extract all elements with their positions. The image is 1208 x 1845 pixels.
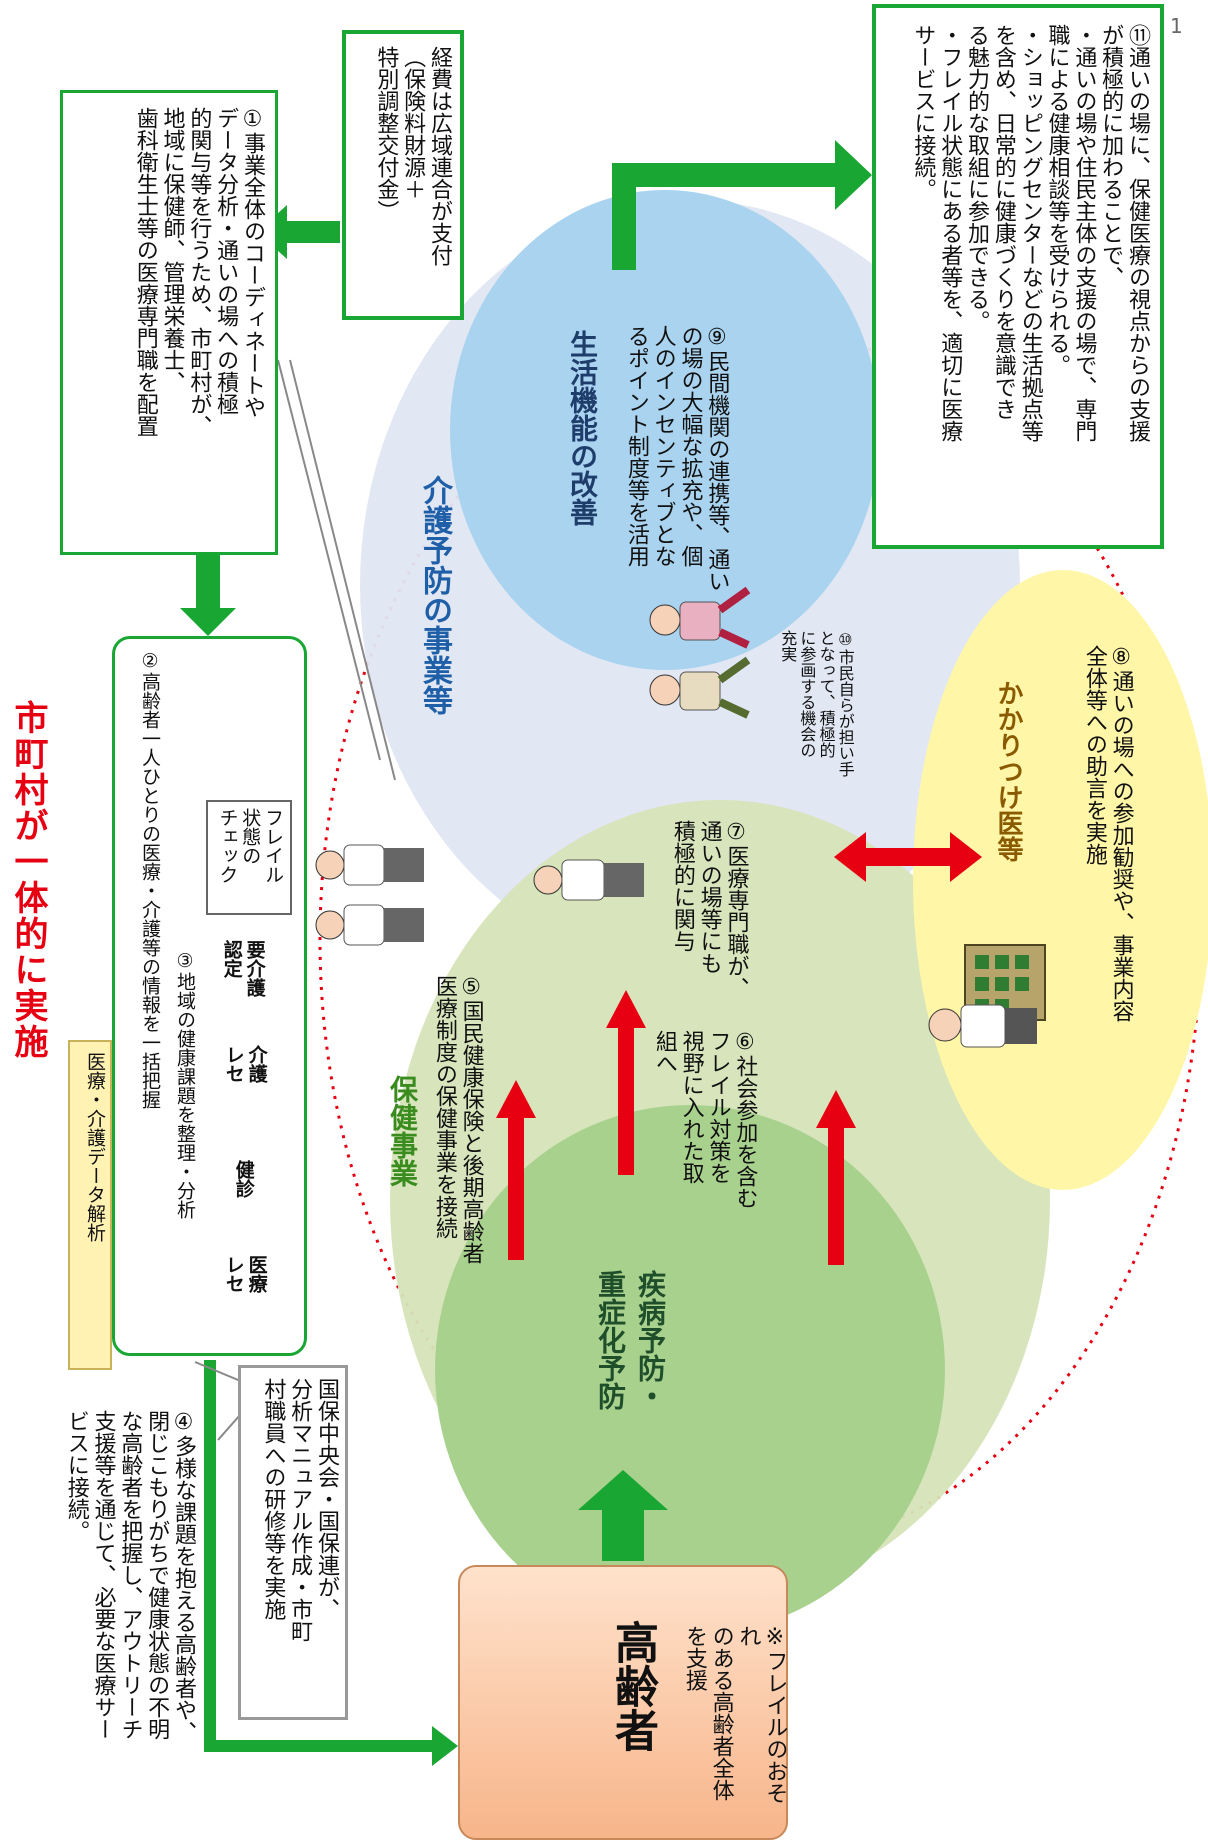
arrow-shaft xyxy=(204,1360,216,1752)
item7-text: ⑦医療専門職が、 通いの場等にも 積極的に関与 xyxy=(669,820,749,999)
elderly-exercise-figure xyxy=(649,656,751,719)
red-arrow-shaft xyxy=(618,1025,634,1175)
db-label-care-receipt: 介護 レセ xyxy=(222,1045,268,1083)
red-arrow-shaft xyxy=(508,1115,524,1260)
hoken-jigyo-title: 保健事業 xyxy=(386,1075,419,1187)
item11-box: ⑪通いの場に、保健医療の視点からの支援 が積極的に加わることで、 ・通いの場や住… xyxy=(872,4,1164,549)
db-label-medical-receipt: 医療 レセ xyxy=(222,1255,268,1293)
red-arrow-head xyxy=(816,1090,856,1128)
elderly-title: 高齢者 xyxy=(607,1620,658,1752)
item2-text: ②高齢者一人ひとりの医療・介護等の情報を一括把握 xyxy=(139,650,161,1109)
kokuho-box: 国保中央会・国保連が、 分析マニュアル作成・市町 村職員への研修等を実施 xyxy=(238,1365,348,1720)
arrow-shaft xyxy=(204,1740,436,1752)
arrow-head xyxy=(180,608,236,636)
elderly-exercise-figure xyxy=(649,586,751,649)
shippei-yobo-title: 疾病予防・ 重症化予防 xyxy=(594,1270,667,1410)
data-analysis-panel xyxy=(112,636,307,1356)
red-arrow-head xyxy=(606,990,646,1028)
kakaritsuke-title: かかりつけ医等 xyxy=(993,680,1023,862)
page-title: 市町村が一体的に実施 xyxy=(8,700,48,1060)
red-double-arrow xyxy=(862,848,954,866)
arrow-head xyxy=(835,140,872,210)
item10-text: ⑩市民自らが担い手 となって、積極的 に参画する機会の 充実 xyxy=(778,630,855,777)
elderly-box xyxy=(458,1565,788,1840)
red-arrow-shaft xyxy=(828,1125,844,1265)
item8-text: ⑧通いの場への参加勧奨や、事業内容 全体等への助言を実施 xyxy=(1081,645,1134,1022)
arrow-head xyxy=(432,1726,458,1766)
item9-text: ⑨民間機関の連携等、通い の場の大幅な拡充や、個 人のインセンティブとな るポイ… xyxy=(623,325,730,592)
seikatsu-kinou-circle xyxy=(450,190,880,670)
item5-text: ⑤国民健康保険と後期高齢者 医療制度の保健事業を接続 xyxy=(431,975,484,1264)
item3-text: ③地域の健康課題を整理・分析 xyxy=(174,950,196,1219)
health-staff-figure xyxy=(315,904,424,946)
seikatsu-kinou-title: 生活機能の改善 xyxy=(566,330,599,526)
arrow-head xyxy=(578,1470,668,1510)
health-staff-figure xyxy=(533,859,644,901)
item4-text: ④多様な課題を抱える高齢者や、 閉じこもりがちで健康状態の不明 な高齢者を把握し… xyxy=(63,1410,196,1743)
callout-line xyxy=(277,359,381,761)
kakaritsuke-ellipse xyxy=(913,570,1208,1190)
db-label-health-checkup: 健診 xyxy=(232,1160,255,1198)
item6-text: ⑥社会参加を含む フレイル対策を 視野に入れた取 組へ xyxy=(651,1030,758,1209)
red-arrow-head xyxy=(834,832,866,882)
red-arrow-head xyxy=(496,1080,536,1118)
db-label-care-certification: 要介護 認定 xyxy=(220,940,266,997)
arrow-shaft xyxy=(196,555,220,610)
arrow-shaft xyxy=(285,221,340,243)
red-arrow-head xyxy=(950,832,982,882)
kaigo-yobo-title: 介護予防の事業等 xyxy=(417,475,452,715)
elderly-note: ※フレイルのおそれ のある高齢者全体 を支援 xyxy=(681,1625,788,1804)
callout-line xyxy=(289,359,396,781)
arrow-shaft xyxy=(602,1506,644,1561)
data-analysis-label: 医療・介護データ解析 xyxy=(68,1040,112,1370)
shippei-yobo-circle xyxy=(435,1105,945,1635)
doctor-figure xyxy=(928,1004,1037,1048)
frailty-check-card: フレイル 状態の チェック xyxy=(206,800,292,915)
item1-box: ①事業全体のコーディネートや データ分析・通いの場への積極 的関与等を行うため、… xyxy=(60,90,278,555)
page-number: 1 xyxy=(1170,14,1183,38)
funding-box: 経費は広域連合が支付 （保険料財源＋ 特別調整交付金） xyxy=(342,30,464,320)
arrow-shaft xyxy=(612,163,837,187)
health-staff-figure xyxy=(315,844,424,886)
